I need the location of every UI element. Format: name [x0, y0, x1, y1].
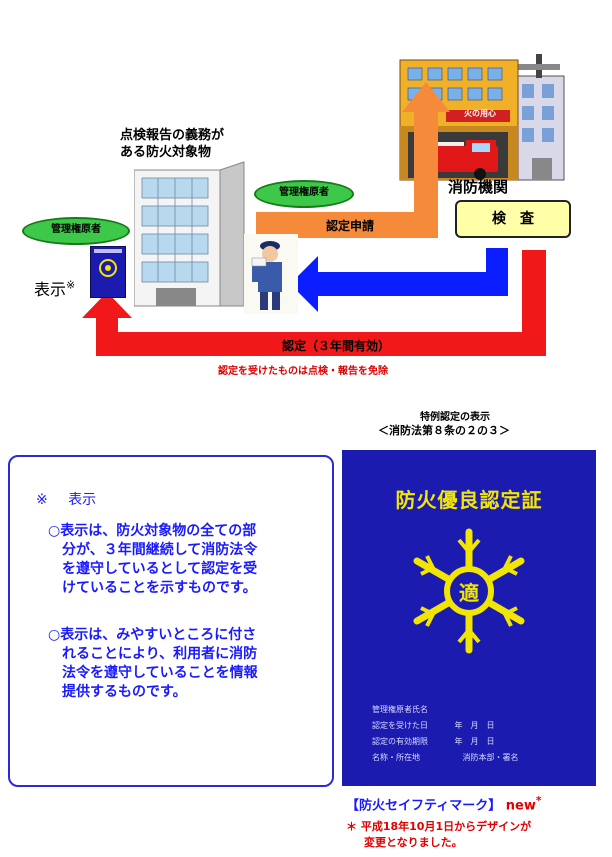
display-notice-box: ※ 表示 ○表示は、防火対象物の全ての部 分が、３年間継続して消防法令 を遵守し…	[8, 455, 334, 787]
notice-paragraph-2-line: れることにより、利用者に消防	[48, 645, 326, 664]
notice-paragraph-1: ○表示は、防火対象物の全ての部 分が、３年間継続して消防法令 を遵守しているとし…	[48, 522, 326, 598]
notice-heading: ※ 表示	[36, 489, 96, 509]
certificate-details: 管理権原者氏名 認定を受けた日 年 月 日 認定の有効期限 年 月 日 名称・所…	[372, 704, 582, 768]
application-label: 認定申請	[326, 217, 374, 234]
detail-row: 認定の有効期限 年 月 日	[372, 736, 582, 752]
return-arrow	[290, 248, 508, 312]
notice-heading-text: 表示	[68, 492, 96, 508]
design-change-footnote-line1: ＊ 平成18年10月1日からデザインが	[346, 818, 531, 834]
notice-paragraph-2-line: ○表示は、みやすいところに付さ	[48, 626, 326, 645]
certificate-panel: 防火優良認定証 適 管理権原者氏名 認定を受けた日 年 月 日 認定の有効期限 …	[342, 450, 596, 786]
display-certificate-mini	[90, 246, 126, 298]
notice-paragraph-1-line: 分が、３年間継続して消防法令	[48, 541, 326, 560]
exemption-note: 認定を受けたものは点検・報告を免除	[218, 362, 388, 377]
notice-paragraph-1-line: けていることを示すものです。	[48, 579, 326, 598]
notice-heading-mark: ※	[36, 492, 48, 508]
inspector-illustration	[244, 234, 298, 314]
detail-row: 管理権原者氏名	[372, 704, 582, 720]
design-change-footnote-line2: 変更となりました。	[364, 834, 463, 850]
bullet: ○	[48, 627, 60, 643]
application-arrow	[256, 82, 450, 238]
notice-paragraph-1-line: を遵守しているとして認定を受	[48, 560, 326, 579]
certificate-title: 防火優良認定証	[342, 484, 596, 513]
safety-mark-star: *	[536, 794, 542, 807]
notice-paragraph-2: ○表示は、みやすいところに付さ れることにより、利用者に消防 法令を遵守している…	[48, 626, 326, 702]
bullet: ○	[48, 523, 60, 539]
notice-paragraph-2-line: 提供するものです。	[48, 683, 326, 702]
safety-mark-name: 【防火セイフティマーク】	[346, 798, 501, 813]
certification-label: 認定（３年間有効）	[282, 337, 390, 354]
certificate-caption-line2: ＜消防法第８条の２の３＞	[378, 422, 510, 438]
display-label: 表示※	[34, 276, 75, 300]
emblem-character: 適	[453, 577, 485, 606]
display-label-mark: ※	[66, 279, 75, 292]
notice-paragraph-2-line: 法令を遵守していることを情報	[48, 664, 326, 683]
safety-mark-new: new	[506, 798, 536, 813]
certificate-caption-line1: 特例認定の表示	[420, 408, 490, 423]
display-label-text: 表示	[34, 280, 66, 299]
notice-paragraph-1-line: ○表示は、防火対象物の全ての部	[48, 522, 326, 541]
safety-mark-caption: 【防火セイフティマーク】 new*	[346, 794, 542, 813]
detail-row: 認定を受けた日 年 月 日	[372, 720, 582, 736]
detail-row: 名称・所在地 消防本部・署名	[372, 752, 582, 768]
